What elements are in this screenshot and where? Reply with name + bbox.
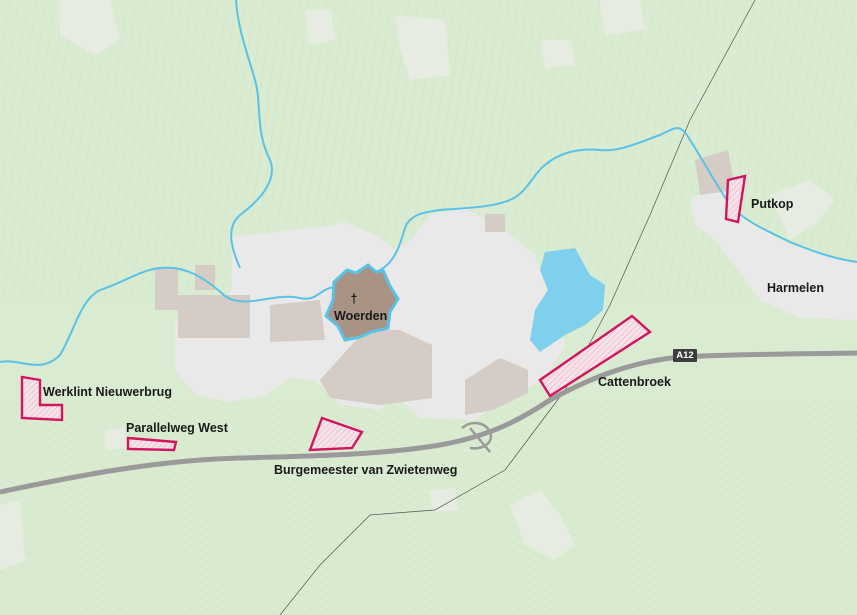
field-parcels-south — [0, 400, 857, 615]
railway-line — [279, 0, 756, 615]
woerden-label: Woerden — [334, 309, 388, 323]
industrial-harmelen — [695, 150, 735, 195]
lake — [530, 248, 605, 352]
werklint-nieuwerbrug-label: Werklint Nieuwerbrug — [43, 385, 172, 399]
a12-road-shield: A12 — [673, 349, 697, 362]
cattenbroek-label: Cattenbroek — [598, 375, 671, 389]
site-parallelweg — [126, 436, 178, 452]
river — [0, 127, 857, 366]
woerden-center-symbol: † — [350, 292, 358, 306]
field-parcels-nw — [250, 40, 510, 200]
interchange-ramp — [461, 421, 493, 453]
settlement-patches — [0, 0, 835, 570]
historic-center-woerden — [324, 263, 400, 342]
river-north-branch — [230, 0, 273, 269]
burgemeester-van-zwietenweg-label: Burgemeester van Zwietenweg — [274, 463, 458, 477]
site-werklint — [20, 375, 64, 422]
site-putkop — [724, 174, 747, 224]
development-sites — [20, 174, 747, 452]
industrial-zones — [155, 214, 528, 415]
harmelen-label: Harmelen — [767, 281, 824, 295]
site-cattenbroek — [538, 314, 652, 398]
putkop-label: Putkop — [751, 197, 794, 211]
site-burgemeester — [308, 416, 364, 452]
parallelweg-west-label: Parallelweg West — [126, 421, 228, 435]
